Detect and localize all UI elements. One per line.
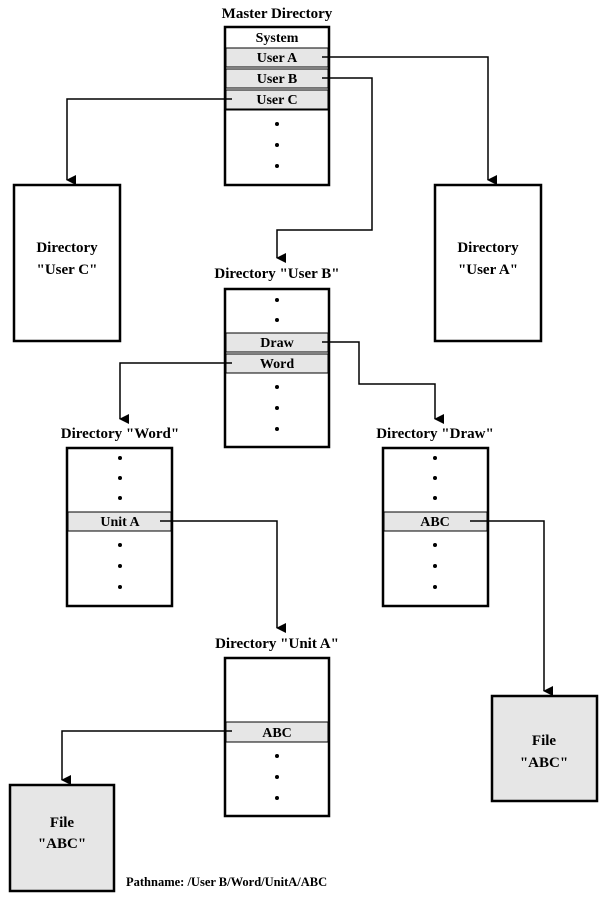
directory-draw-title: Directory "Draw" xyxy=(376,426,494,442)
master-entry-user-b: User B xyxy=(257,72,298,87)
ellipsis-dot xyxy=(275,318,279,322)
ellipsis-dot xyxy=(275,164,279,168)
user-b-entry-draw: Draw xyxy=(260,336,294,351)
master-entry-user-c: User C xyxy=(256,93,297,108)
ellipsis-dot xyxy=(275,427,279,431)
file-left-name: "ABC" xyxy=(38,836,86,852)
directory-user-c-label: Directory xyxy=(36,240,98,256)
arrow-draw-abc-to-file-right xyxy=(470,520,553,696)
directory-user-a-name: "User A" xyxy=(458,262,518,278)
directory-unit-a-box: ABC xyxy=(223,656,331,818)
directory-word-title: Directory "Word" xyxy=(61,426,179,442)
file-right-name: "ABC" xyxy=(520,755,568,771)
ellipsis-dot xyxy=(433,496,437,500)
ellipsis-dot xyxy=(275,385,279,389)
directory-user-a-label: Directory xyxy=(457,240,519,256)
file-left-label: File xyxy=(50,815,74,831)
ellipsis-dot xyxy=(275,143,279,147)
arrow-unit-a-abc-to-file-left xyxy=(61,730,232,785)
unit-a-entry-abc: ABC xyxy=(262,726,292,741)
ellipsis-dot xyxy=(275,796,279,800)
ellipsis-dot xyxy=(275,775,279,779)
pathname-caption: Pathname: /User B/Word/UnitA/ABC xyxy=(126,875,327,889)
directory-draw-box: ABC xyxy=(381,446,490,608)
directory-unit-a-title: Directory "Unit A" xyxy=(215,636,339,652)
arrow-draw-to-directory-draw xyxy=(322,341,444,424)
file-right-label: File xyxy=(532,733,556,749)
file-abc-right-box: File "ABC" xyxy=(490,694,599,803)
ellipsis-dot xyxy=(433,543,437,547)
arrow-user-b-to-directory-user-b xyxy=(276,77,373,263)
directory-user-c-box: Directory "User C" xyxy=(12,183,122,343)
directory-user-a-box: Directory "User A" xyxy=(433,183,543,343)
ellipsis-dot xyxy=(118,564,122,568)
ellipsis-dot xyxy=(433,564,437,568)
arrow-unit-a-to-directory-unit-a xyxy=(160,520,286,633)
user-b-entry-word: Word xyxy=(260,357,294,372)
ellipsis-dot xyxy=(275,406,279,410)
master-entry-system: System xyxy=(256,31,299,46)
ellipsis-dot xyxy=(275,298,279,302)
master-directory-title: Master Directory xyxy=(222,6,333,22)
arrow-user-c-to-directory-user-c xyxy=(66,98,232,185)
directory-word-box: Unit A xyxy=(65,446,174,608)
word-entry-unit-a: Unit A xyxy=(100,515,140,530)
ellipsis-dot xyxy=(118,476,122,480)
directory-user-c-name: "User C" xyxy=(37,262,98,278)
directory-user-b-title: Directory "User B" xyxy=(214,266,339,282)
arrow-word-to-directory-word xyxy=(119,362,232,424)
file-abc-left-box: File "ABC" xyxy=(8,783,116,893)
draw-entry-abc: ABC xyxy=(420,515,450,530)
ellipsis-dot xyxy=(118,456,122,460)
ellipsis-dot xyxy=(433,476,437,480)
master-entry-user-a: User A xyxy=(257,51,298,66)
ellipsis-dot xyxy=(433,585,437,589)
ellipsis-dot xyxy=(118,585,122,589)
directory-user-b-box: Draw Word xyxy=(223,287,331,449)
ellipsis-dot xyxy=(118,496,122,500)
ellipsis-dot xyxy=(275,122,279,126)
ellipsis-dot xyxy=(275,754,279,758)
arrow-user-a-to-directory-user-a xyxy=(322,56,497,185)
master-directory-box: System User A User B User C xyxy=(223,25,331,187)
ellipsis-dot xyxy=(433,456,437,460)
ellipsis-dot xyxy=(118,543,122,547)
